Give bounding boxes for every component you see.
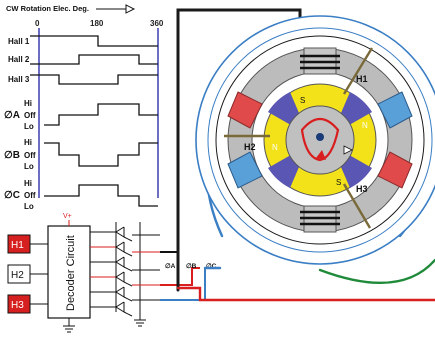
hall-input-h2-label: H2 [11,270,24,281]
motor-hall-sensor-h1: H1 [342,47,374,95]
stator-pole-right-bottom [377,151,413,189]
header-arrow [96,4,136,14]
stator-pole-left-top [227,91,263,129]
hall3-label: Hall 3 [8,75,30,84]
motor-hall-h2-label: H2 [244,142,256,152]
phase-label-c: ∅C [206,262,217,270]
phaseA-off: Off [24,111,36,120]
phase-leads [160,251,206,301]
phaseA-hi: Hi [24,99,32,108]
hall-input-h3-label: H3 [11,300,24,311]
hall1-wave [30,35,158,47]
phaseA-wave [44,103,158,126]
decoder-supply: V+ [63,213,72,220]
phaseC-off: Off [24,191,36,200]
bridge-ground [134,312,146,327]
phaseB-lo: Lo [24,162,34,171]
phaseB-wave [44,142,158,167]
hall-input-h1-label: H1 [11,240,24,251]
rotor-pole-s-bottom: S [336,178,341,187]
rotor-pole-n-left: N [272,143,278,152]
stator-pole-left-bottom [227,151,263,189]
hall2-label: Hall 2 [8,55,30,64]
stator-pole-top [300,47,340,75]
phase-label-a: ∅A [165,262,176,270]
motor-hall-h1-label: H1 [356,74,368,84]
rotor-pole-s-top: S [300,96,305,105]
motor: S N N S H1 H2 H3 [195,15,435,265]
phaseA-symbol: ∅A [4,110,20,121]
tick-0: 0 [35,19,40,28]
tick-180: 180 [90,19,104,28]
hall2-wave [30,54,158,65]
phaseC-wave [44,184,158,207]
stator-pole-right-top [377,91,413,129]
tick-360: 360 [150,19,164,28]
header-title: CW Rotation Elec. Deg. [6,4,89,13]
stator-pole-bottom [300,205,340,233]
phaseC-symbol: ∅C [4,190,20,201]
phaseB-hi: Hi [24,138,32,147]
phaseA-lo: Lo [24,122,34,131]
phaseB-off: Off [24,151,36,160]
decoder-box [47,225,91,319]
phase-label-b: ∅B [186,262,197,270]
phaseC-hi: Hi [24,179,32,188]
decoder-outputs [90,231,116,308]
motor-hall-sensor-h3: H3 [342,183,372,229]
phaseC-lo: Lo [24,202,34,211]
transistor-bridge [115,222,160,317]
motor-hall-sensor-h2: H2 [224,134,270,152]
decoder-label: Decoder Circuit [65,235,77,311]
decoder-ground [63,318,75,333]
phaseB-symbol: ∅B [4,150,20,161]
hall3-wave [30,74,158,85]
motor-hall-h3-label: H3 [356,184,368,194]
hall1-label: Hall 1 [8,37,30,46]
rotation-arrow-icon [300,117,340,162]
rotor-pole-n-right: N [362,121,368,130]
